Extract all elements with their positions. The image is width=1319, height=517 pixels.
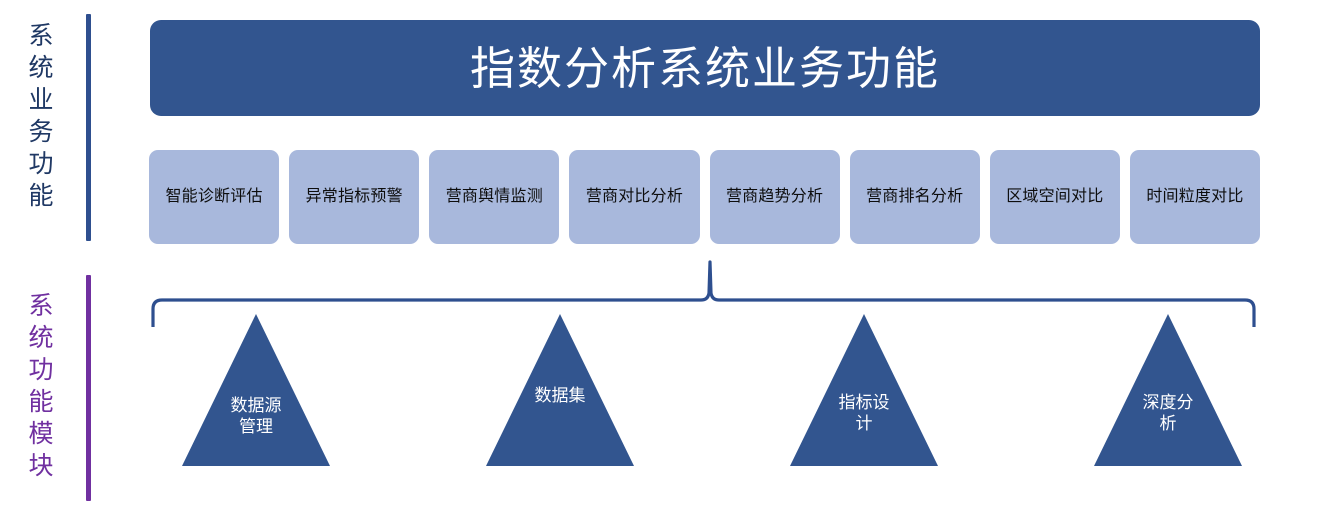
section-accent-bar-modules xyxy=(86,275,91,501)
triangle-label-line: 数据源 xyxy=(230,396,282,415)
function-box-label: 营商对比分析 xyxy=(585,188,684,205)
triangle-label-line: 析 xyxy=(1159,414,1177,434)
triangle-label-shujuyuan-guanli: 数据源 管理 xyxy=(181,395,331,438)
function-box-yichang-zhibiao-yujing[interactable]: 异常指标预警 xyxy=(289,150,420,244)
triangle-label-line: 指标设 xyxy=(838,393,890,412)
triangle-shendu-fenxi[interactable] xyxy=(1094,314,1242,466)
business-function-row: 智能诊断评估 异常指标预警 营商舆情监测 营商对比分析 营商趋势分析 营商排名分… xyxy=(149,150,1260,244)
function-box-label: 异常指标预警 xyxy=(305,188,403,205)
function-box-yingshang-yuqing-jiance[interactable]: 营商舆情监测 xyxy=(429,150,560,244)
triangle-label-line: 管理 xyxy=(239,417,273,437)
function-box-yingshang-qushi-fenxi[interactable]: 营商趋势分析 xyxy=(709,150,840,244)
triangle-label-line: 计 xyxy=(855,414,873,434)
title-banner: 指数分析系统业务功能 xyxy=(150,20,1260,116)
triangle-label-line: 深度分 xyxy=(1142,393,1194,412)
function-box-label: 区域空间对比 xyxy=(1006,188,1104,205)
triangle-label-shendu-fenxi: 深度分 析 xyxy=(1093,392,1243,435)
function-box-zhineng-zhenduan-pinggu[interactable]: 智能诊断评估 xyxy=(149,150,280,244)
function-box-label: 营商排名分析 xyxy=(866,188,964,205)
section-accent-bar-business xyxy=(86,14,91,241)
function-box-label: 营商趋势分析 xyxy=(725,188,824,205)
triangle-label-line: 数据集 xyxy=(534,386,586,405)
brace-connector xyxy=(151,260,1256,327)
triangle-shujuji[interactable] xyxy=(486,314,634,466)
triangle-zhibiao-sheji[interactable] xyxy=(790,314,938,466)
section-label-business: 系统业务功能 xyxy=(25,22,53,214)
triangle-label-zhibiao-sheji: 指标设 计 xyxy=(789,392,939,435)
function-box-label: 智能诊断评估 xyxy=(165,188,263,205)
triangle-shujuyuan-guanli[interactable] xyxy=(182,314,330,466)
function-box-yingshang-paiming-fenxi[interactable]: 营商排名分析 xyxy=(849,150,980,244)
section-label-modules: 系统功能模块 xyxy=(25,292,53,484)
function-box-label: 营商舆情监测 xyxy=(445,188,543,205)
function-box-yingshang-duibi-fenxi[interactable]: 营商对比分析 xyxy=(569,150,700,244)
triangle-label-shujuji: 数据集 xyxy=(485,385,635,406)
function-box-quyu-kongjian-duibi[interactable]: 区域空间对比 xyxy=(989,150,1120,244)
page-title: 指数分析系统业务功能 xyxy=(469,42,940,94)
function-box-label: 时间粒度对比 xyxy=(1146,188,1244,205)
function-box-shijian-lidu-duibi[interactable]: 时间粒度对比 xyxy=(1129,150,1260,244)
